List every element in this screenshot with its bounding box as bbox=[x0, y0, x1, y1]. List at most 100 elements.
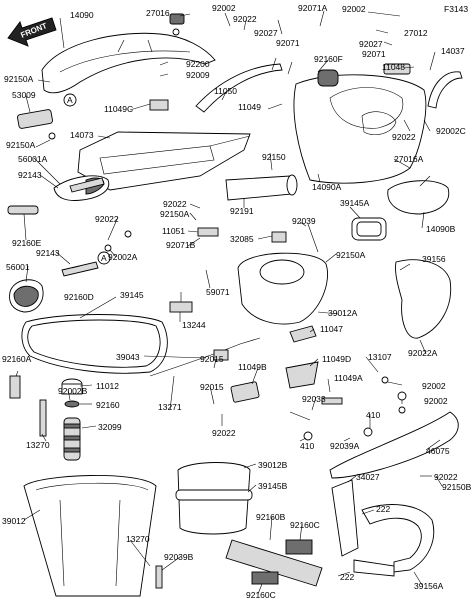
part-label: 92200 bbox=[186, 59, 210, 69]
svg-text:A: A bbox=[101, 253, 107, 263]
part-label: 59071 bbox=[206, 287, 230, 297]
part-label: 92002C bbox=[436, 126, 466, 136]
part-label: 11049A bbox=[334, 373, 363, 383]
part-label: 92160D bbox=[64, 292, 94, 302]
part-label: 92150A bbox=[160, 209, 190, 219]
part-label: 410 bbox=[366, 410, 380, 420]
part-label: 92150B bbox=[442, 482, 472, 492]
part-label: 92160A bbox=[2, 354, 32, 364]
part-label: 39156 bbox=[422, 254, 446, 264]
part-label: 92022 bbox=[95, 214, 119, 224]
part-label: 39145 bbox=[120, 290, 144, 300]
part-label: 92191 bbox=[230, 206, 254, 216]
svg-text:A: A bbox=[67, 95, 73, 105]
part-label: 39043 bbox=[116, 352, 140, 362]
part-label: 92022A bbox=[408, 348, 438, 358]
part-label: 92022 bbox=[212, 428, 236, 438]
part-label: 32085 bbox=[230, 234, 254, 244]
part-label: 92027 bbox=[254, 28, 278, 38]
part-label: 92039B bbox=[164, 552, 194, 562]
hose-part bbox=[225, 175, 293, 201]
part-label: 27012 bbox=[404, 28, 428, 38]
part-label: 11012 bbox=[96, 381, 119, 391]
part-label: 27016A bbox=[394, 154, 424, 164]
right-rail-part bbox=[427, 71, 463, 109]
part-label: 92160B bbox=[256, 512, 286, 522]
part-label: 92022 bbox=[392, 132, 416, 142]
part-label: 11047 bbox=[320, 324, 343, 334]
part-label: 92033 bbox=[302, 394, 326, 404]
part-label: 92160F bbox=[314, 54, 343, 64]
bracket-part bbox=[331, 479, 359, 557]
part-label: 92002A bbox=[108, 252, 138, 262]
part-label: 14073 bbox=[70, 130, 94, 140]
part-label: 92002 bbox=[422, 381, 446, 391]
part-label: 56001A bbox=[18, 154, 48, 164]
leader-lines bbox=[15, 10, 443, 595]
part-label: 13271 bbox=[158, 402, 182, 412]
part-label: 92002 bbox=[342, 4, 366, 14]
part-label: 13270 bbox=[26, 440, 50, 450]
part-label: 92039 bbox=[292, 216, 316, 226]
hood-cover-part bbox=[41, 32, 216, 94]
part-label: 56001 bbox=[6, 262, 30, 272]
part-label: 92022 bbox=[233, 14, 257, 24]
part-label: 222 bbox=[340, 572, 354, 582]
part-label: 27016 bbox=[146, 8, 170, 18]
instrument-deck-part bbox=[293, 74, 427, 184]
part-label: 39012B bbox=[258, 460, 288, 470]
part-label: 13244 bbox=[182, 320, 206, 330]
part-label: 92015 bbox=[200, 354, 224, 364]
part-label: 92071B bbox=[166, 240, 196, 250]
part-label: 13107 bbox=[368, 352, 392, 362]
part-label: 14090B bbox=[426, 224, 456, 234]
handle-bar-part bbox=[361, 504, 435, 573]
part-label: 39145B bbox=[258, 481, 288, 491]
part-label: 92160C bbox=[246, 590, 276, 600]
part-label: 92143 bbox=[18, 170, 42, 180]
part-label: 92027 bbox=[359, 39, 383, 49]
part-label: 92002B bbox=[58, 386, 88, 396]
part-label: 53009 bbox=[12, 90, 36, 100]
part-label: 92071 bbox=[362, 49, 386, 59]
rail-part bbox=[195, 63, 283, 113]
part-label: 92039A bbox=[330, 441, 360, 451]
part-label: 92160E bbox=[12, 238, 42, 248]
part-label: 14090 bbox=[70, 10, 94, 20]
callout-a-icon: A bbox=[97, 251, 111, 265]
part-label: 39012 bbox=[2, 516, 26, 526]
part-label: 34027 bbox=[356, 472, 380, 482]
part-label: 32099 bbox=[98, 422, 122, 432]
part-label: 11048 bbox=[382, 62, 405, 72]
part-label: 11049 bbox=[238, 102, 261, 112]
part-label: 39145A bbox=[340, 198, 370, 208]
part-label: 92160C bbox=[290, 520, 320, 530]
part-label: 92071A bbox=[298, 3, 328, 13]
part-labels: 14090 27016 92002 92022 92071A 92002 270… bbox=[2, 3, 472, 600]
part-label: 13270 bbox=[126, 534, 150, 544]
cable-part bbox=[149, 337, 261, 377]
part-label: 92009 bbox=[186, 70, 210, 80]
part-label: 92002 bbox=[424, 396, 448, 406]
part-label: 11051 bbox=[162, 226, 185, 236]
callout-a-icon: A bbox=[63, 93, 77, 107]
part-label: 11050 bbox=[214, 86, 237, 96]
part-label: 92015 bbox=[200, 382, 224, 392]
part-label: 92071 bbox=[276, 38, 300, 48]
part-label: 92160 bbox=[96, 400, 120, 410]
part-label: 14037 bbox=[441, 46, 465, 56]
part-label: 39156A bbox=[414, 581, 444, 591]
part-label: 11049D bbox=[322, 354, 351, 364]
front-arrow-icon: FRONT bbox=[7, 17, 57, 47]
diagram-code: F3143 bbox=[444, 4, 468, 14]
part-label: 222 bbox=[376, 504, 390, 514]
grab-handle-part bbox=[329, 411, 459, 479]
part-label: 39012A bbox=[328, 308, 358, 318]
part-label: 92150A bbox=[336, 250, 366, 260]
part-label: 92150A bbox=[6, 140, 36, 150]
part-label: 92022 bbox=[163, 199, 187, 209]
part-label: 92150A bbox=[4, 74, 34, 84]
storage-bin-part bbox=[23, 475, 157, 597]
